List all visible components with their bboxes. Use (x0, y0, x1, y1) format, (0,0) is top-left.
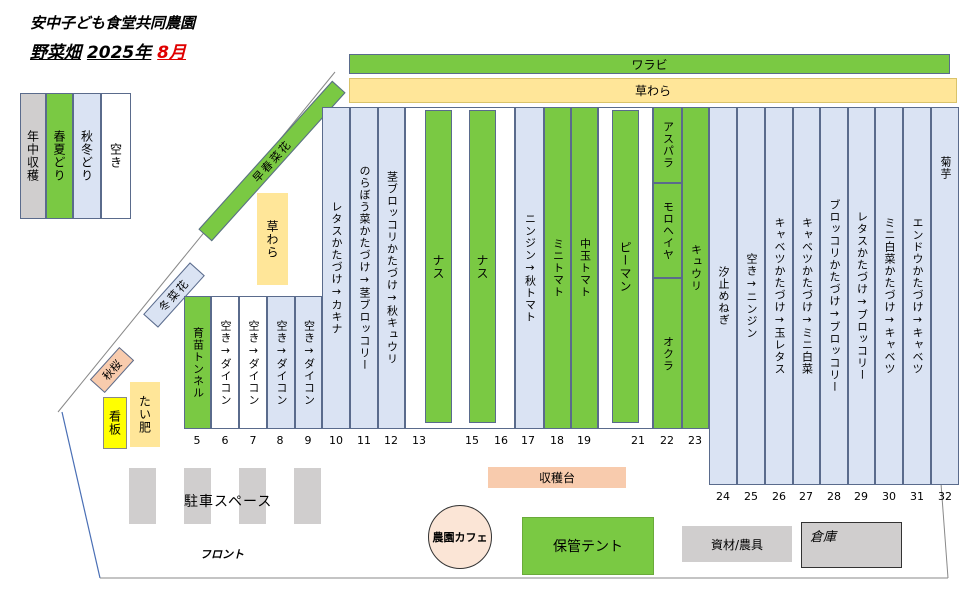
bed-straw-top[interactable]: 草わら (349, 78, 957, 103)
parking-label: 駐車スペース (184, 494, 273, 510)
bed-number: 17 (521, 434, 535, 447)
bed-number: 13 (412, 434, 426, 447)
bed-22-moroheiya[interactable]: モロヘイヤ (653, 183, 682, 278)
parking-slot (184, 468, 211, 524)
compost: たい肥 (130, 382, 160, 447)
title-prefix: 野菜畑 (30, 43, 81, 63)
bed-26[interactable]: キャベツかたづけ→玉レタス (765, 107, 793, 485)
bed-30[interactable]: ミニ白菜かたづけ→キャベツ (875, 107, 903, 485)
bed-number: 18 (550, 434, 564, 447)
bed-number: 25 (744, 490, 758, 503)
bed-15[interactable]: ナス (469, 110, 496, 423)
bed-25[interactable]: 空き→ニンジン (737, 107, 765, 485)
bed-number: 29 (854, 490, 868, 503)
bed-10[interactable]: レタスかたづけ→カキナ (322, 107, 350, 429)
title-year: 2025年 (86, 43, 152, 63)
page-title: 野菜畑 2025年 8月 (30, 38, 186, 63)
bed-warabi[interactable]: ワラビ (349, 54, 950, 74)
storage-tent: 保管テント (522, 517, 654, 575)
bed-18[interactable]: ミニトマト (544, 107, 571, 429)
parking-slot (294, 468, 321, 524)
bed-27[interactable]: キャベツかたづけ→ミニ白菜 (793, 107, 820, 485)
bed-number: 27 (799, 490, 813, 503)
materials-tools: 資材/農具 (682, 526, 792, 562)
bed-6[interactable]: 空き→ダイコン (211, 296, 239, 429)
bed-12[interactable]: 茎ブロッコリかたづけ→秋キュウリ (378, 107, 405, 429)
bed-number: 10 (329, 434, 343, 447)
bed-11[interactable]: のらぼう菜かたづけ→茎ブロッコリー (350, 107, 378, 429)
bed-number: 28 (827, 490, 841, 503)
bed-number: 6 (221, 434, 229, 447)
straw-small: 草わら (257, 193, 288, 285)
bed-number: 5 (193, 434, 201, 447)
bed-number: 21 (631, 434, 645, 447)
warehouse: 倉庫 (801, 522, 902, 568)
bed-32-label: 菊芋 (939, 156, 952, 180)
bed-24[interactable]: 汐止めねぎ (709, 107, 737, 485)
legend-spring-summer: 春夏どり (46, 93, 73, 219)
bed-number: 23 (688, 434, 702, 447)
legend-autumn-winter: 秋冬どり (73, 93, 101, 219)
bed-number: 9 (304, 434, 312, 447)
bed-22-asparagus[interactable]: アスパラ (653, 107, 682, 183)
parking-slot (239, 468, 266, 524)
bed-number: 12 (384, 434, 398, 447)
bed-number: 8 (276, 434, 284, 447)
bed-8[interactable]: 空き→ダイコン (267, 296, 295, 429)
bed-23[interactable]: キュウリ (682, 107, 709, 429)
bed-17[interactable]: ニンジン→秋トマト (515, 107, 544, 429)
bed-32[interactable]: 菊芋 (931, 107, 959, 485)
cafe-label: 農園カフェ (432, 531, 488, 544)
title-month: 8月 (157, 43, 187, 63)
signboard: 看板 (103, 397, 127, 449)
bed-number: 30 (882, 490, 896, 503)
bed-9[interactable]: 空き→ダイコン (295, 296, 322, 429)
bed-number: 15 (465, 434, 479, 447)
bed-13-16-area (405, 107, 515, 429)
bed-22-okra[interactable]: オクラ (653, 278, 682, 429)
front-label: フロント (200, 548, 244, 561)
bed-19[interactable]: 中玉トマト (571, 107, 598, 429)
farm-cafe: 農園カフェ (428, 505, 492, 569)
bed-21[interactable]: ピーマン (612, 110, 639, 423)
bed-number: 16 (494, 434, 508, 447)
farm-name: 安中子ども食堂共同農園 (30, 14, 196, 32)
bed-13[interactable]: ナス (425, 110, 452, 423)
legend-year-round: 年中収穫 (20, 93, 46, 219)
bed-number: 24 (716, 490, 730, 503)
parking-slot (129, 468, 156, 524)
bed-number: 26 (772, 490, 786, 503)
legend-empty: 空き (101, 93, 131, 219)
bed-number: 31 (910, 490, 924, 503)
warehouse-label: 倉庫 (810, 530, 837, 545)
bed-28[interactable]: ブロッコリかたづけ→ブロッコリー (820, 107, 848, 485)
bed-number: 7 (249, 434, 257, 447)
bed-5[interactable]: 育苗トンネル (184, 296, 211, 429)
bed-number: 19 (577, 434, 591, 447)
bed-31[interactable]: エンドウかたづけ→キャベツ (903, 107, 931, 485)
bed-number: 11 (357, 434, 371, 447)
bed-number: 32 (938, 490, 952, 503)
harvest-table: 収穫台 (488, 467, 626, 488)
bed-number: 22 (660, 434, 674, 447)
bed-29[interactable]: レタスかたづけ→ブロッコリー (848, 107, 875, 485)
bed-7[interactable]: 空き→ダイコン (239, 296, 267, 429)
